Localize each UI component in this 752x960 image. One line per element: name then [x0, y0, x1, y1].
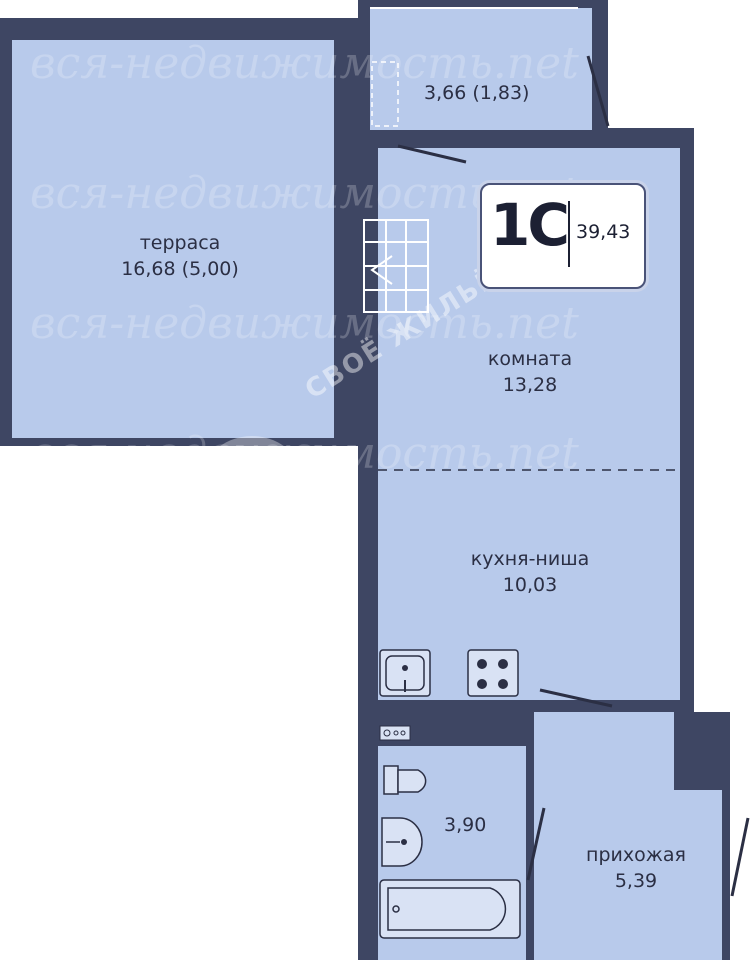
floor-hallway — [534, 712, 674, 960]
hallway-name: прихожая — [586, 844, 686, 866]
door-bathroom — [526, 807, 546, 881]
terrace-name: терраса — [139, 232, 221, 254]
floor-hallway-right — [674, 790, 722, 960]
room-label: комната 13,28 — [460, 346, 600, 398]
apartment-total-area: 39,43 — [576, 221, 631, 243]
door-balcony-left — [397, 144, 467, 164]
stairs — [363, 219, 429, 313]
door-balcony-right — [586, 55, 610, 127]
apartment-type: 1С — [490, 191, 570, 259]
hallway-label: прихожая 5,39 — [566, 842, 706, 894]
floor-balcony — [370, 8, 592, 130]
kitchen-label: кухня-ниша 10,03 — [450, 546, 610, 598]
bathroom-area: 3,90 — [444, 814, 487, 836]
badge-divider — [568, 201, 570, 267]
washbasin-icon — [381, 817, 423, 867]
terrace-label: терраса 16,68 (5,00) — [80, 230, 280, 282]
boiler-icon — [379, 725, 411, 741]
kitchen-area: 10,03 — [502, 574, 558, 596]
room-name: комната — [487, 348, 573, 370]
door-entrance — [730, 817, 750, 897]
brand-logo-icon — [196, 436, 308, 548]
toilet-icon — [383, 765, 427, 795]
hallway-area: 5,39 — [614, 870, 658, 892]
apartment-badge: 1С 39,43 — [480, 183, 646, 289]
stove-icon — [467, 649, 519, 697]
bathtub-icon — [379, 879, 521, 939]
balcony-area: 3,66 (1,83) — [424, 82, 530, 104]
door-kitchen — [539, 688, 613, 708]
room-area: 13,28 — [502, 374, 558, 396]
balcony-cabinet — [371, 61, 399, 127]
terrace-area: 16,68 (5,00) — [121, 258, 239, 280]
kitchen-name: кухня-ниша — [470, 548, 590, 570]
kitchen-sink-icon — [379, 649, 431, 697]
floor-terrace — [12, 40, 334, 438]
